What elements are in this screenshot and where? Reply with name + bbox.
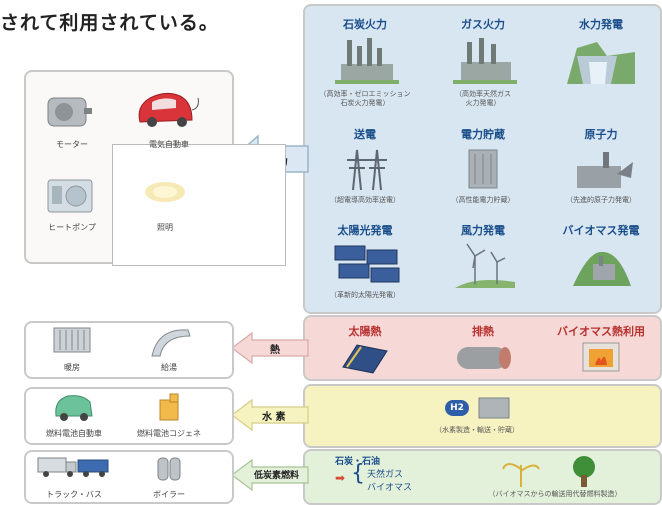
- solar-pv-caption: （革新的太陽光発電）: [330, 291, 400, 299]
- motor-label: モーター: [56, 140, 88, 149]
- wind-turbine-icon: [455, 243, 515, 288]
- electric-car-icon: [138, 92, 199, 127]
- heat-pump-icon: [47, 179, 93, 213]
- lighting-label: 照明: [157, 223, 173, 232]
- heat-pump-label: ヒートポンプ: [48, 223, 96, 232]
- fuel-caption: （バイオマスからの輸送用代替燃料製造）: [488, 490, 622, 498]
- solar-pv-title: 太陽光発電: [337, 224, 393, 237]
- tree-icon: [573, 456, 595, 487]
- motor-icon: [47, 97, 92, 127]
- coal-oil-title: 石炭・石油: [335, 457, 381, 467]
- biomass-stove-icon: [582, 342, 620, 372]
- transmission-tower-icon: [347, 149, 387, 191]
- hot-water-label: 給湯: [161, 363, 177, 372]
- hydro-power-title: 水力発電: [579, 18, 623, 31]
- transmission-caption: （超電導高効率送電）: [330, 196, 400, 204]
- nuclear-plant-icon: [577, 152, 633, 188]
- biomass-heat-title: バイオマス熱利用: [557, 325, 645, 338]
- heat-arrow-label: 熱: [270, 345, 280, 356]
- hydrogen-panel: H2 （水素製造・輸送・貯蔵）: [303, 384, 662, 448]
- biomass-power-title: バイオマス発電: [562, 224, 640, 237]
- hydrogen-tank-icon: [478, 397, 510, 419]
- heat-sources-panel: 太陽熱 排熱 バイオマス熱利用: [303, 315, 662, 381]
- hydrogen-arrow: [231, 398, 309, 432]
- gas-power-caption: （高効率天然ガス火力発電）: [455, 90, 511, 107]
- waste-heat-title: 排熱: [472, 325, 494, 338]
- nuclear-power-title: 原子力: [584, 128, 618, 141]
- transmission-title: 送電: [354, 128, 376, 141]
- wind-power-title: 風力発電: [461, 224, 505, 237]
- fuel-cell-car-icon: [55, 395, 93, 421]
- brace-icon: {: [351, 461, 365, 486]
- gas-power-title: ガス火力: [461, 18, 505, 31]
- heat-arrow: [231, 331, 309, 365]
- solar-heat-title: 太陽熱: [348, 325, 382, 338]
- page-heading: されて利用されている。: [0, 12, 219, 34]
- gas-plant-icon: [453, 38, 517, 84]
- biomass-label: バイオマス: [367, 483, 413, 493]
- truck-bus-icon: [37, 457, 109, 477]
- fuel-cell-cogeneration-icon: [159, 393, 179, 421]
- hydro-dam-icon: [567, 42, 635, 84]
- waste-heat-pipe-icon: [457, 347, 511, 369]
- lighting-box: [112, 144, 286, 266]
- sugarcane-plant-icon: [502, 463, 540, 487]
- hydrogen-caption: （水素製造・輸送・貯蔵）: [435, 426, 519, 434]
- heating-label: 暖房: [64, 363, 80, 372]
- boiler-label: ボイラー: [153, 490, 185, 499]
- low-carbon-fuel-panel: 石炭・石油 ➡ { 天然ガス バイオマス （バイオマスからの輸送用代替燃料製造）: [303, 449, 662, 505]
- lighting-icon: [145, 182, 185, 202]
- coal-power-title: 石炭火力: [343, 18, 387, 31]
- hydrogen-arrow-label: 水 素: [262, 412, 286, 423]
- solar-collector-icon: [342, 344, 388, 374]
- conversion-arrow-icon: ➡: [335, 471, 346, 485]
- fuel-cell-car-label: 燃料電池自動車: [46, 429, 102, 438]
- h2-badge: H2: [445, 400, 469, 416]
- coal-power-caption: （高効率・ゼロエミッション石炭火力発電）: [319, 90, 411, 107]
- power-storage-caption: （高性能電力貯蔵）: [451, 196, 515, 204]
- coal-plant-icon: [335, 38, 399, 84]
- fuel-cell-cogeneration-label: 燃料電池コジェネ: [137, 429, 201, 438]
- nuclear-power-caption: （先進的原子力発電）: [566, 196, 636, 204]
- hot-water-icon: [151, 329, 191, 357]
- natural-gas-label: 天然ガス: [367, 470, 404, 480]
- truck-bus-label: トラック・バス: [46, 490, 102, 499]
- power-storage-icon: [468, 149, 498, 189]
- electric-car-label: 電気自動車: [149, 140, 189, 149]
- electricity-sources-panel: 石炭火力 ガス火力 水力発電 （高効率・ゼロエミッション石炭火力発電） （高効率…: [303, 4, 662, 314]
- low-carbon-fuel-arrow-label: 低炭素燃料: [254, 471, 300, 481]
- boiler-icon: [157, 457, 181, 481]
- biomass-plant-icon: [573, 251, 631, 286]
- solar-panel-icon: [334, 245, 400, 283]
- low-carbon-fuel-arrow: [231, 458, 309, 492]
- radiator-icon: [53, 327, 91, 353]
- power-storage-title: 電力貯蔵: [461, 128, 505, 141]
